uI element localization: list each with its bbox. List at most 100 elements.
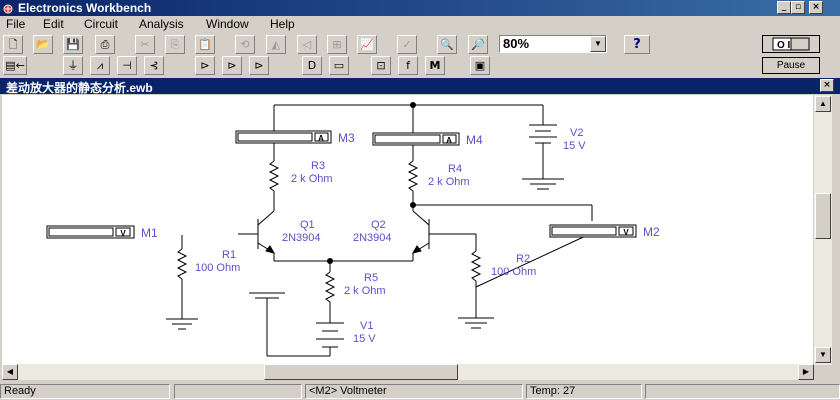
- ammeter-m3[interactable]: A M3: [235, 130, 355, 145]
- scroll-up-icon[interactable]: ▲: [815, 96, 831, 112]
- menu-edit[interactable]: Edit: [43, 17, 64, 31]
- analog-ics-bin-icon[interactable]: ⊳: [195, 56, 215, 75]
- transistor-q1[interactable]: [257, 210, 276, 254]
- scroll-right-icon[interactable]: ▶: [798, 364, 814, 380]
- basic-bin-icon[interactable]: ⩘: [90, 56, 110, 75]
- parts-bin-toolbar: ▤← ⏚ ⩘ ⊣ ⊰ ⊳ ⊳ ⊳ D ▭ ⊡ f M ▣: [0, 55, 760, 77]
- transistor-q1-value: 2N3904: [282, 232, 321, 244]
- zoom-value: 80%: [503, 36, 530, 51]
- junction-dot: [327, 258, 333, 264]
- digital-bin-icon[interactable]: ▭: [329, 56, 349, 75]
- horizontal-scrollbar[interactable]: ◀ ▶: [2, 364, 814, 380]
- menu-analysis[interactable]: Analysis: [139, 17, 184, 31]
- zoom-select[interactable]: 80% ▼: [499, 35, 607, 53]
- horizontal-scroll-thumb[interactable]: [264, 364, 458, 380]
- menu-file[interactable]: File: [6, 17, 26, 31]
- open-folder-icon[interactable]: 📂: [33, 35, 53, 54]
- zoom-out-icon[interactable]: 🔍: [437, 35, 457, 54]
- logic-gates-bin-icon[interactable]: D: [302, 56, 322, 75]
- resistor-r3[interactable]: [268, 160, 280, 192]
- circuit-window: 差动放大器的静态分析.ewb ×: [0, 78, 840, 380]
- doc-close-button[interactable]: ×: [820, 79, 834, 92]
- sources-bin-icon[interactable]: ⏚: [63, 56, 83, 75]
- main-toolbar: 🗋 📂 💾 ⎙ ✂ ⎘ 📋 ⟲ ◭ ◁ ⊞ 📈 ✓ 🔍 🔎: [0, 34, 760, 56]
- mixed-ics-bin-icon[interactable]: ⊳: [222, 56, 242, 75]
- component-properties-icon[interactable]: ⊞: [327, 35, 347, 54]
- battery-v2-value: 15 V: [563, 140, 586, 152]
- flip-horizontal-icon[interactable]: ◭: [266, 35, 286, 54]
- resistor-r5-value: 2 k Ohm: [344, 285, 386, 297]
- transistor-q2-value: 2N3904: [353, 232, 392, 244]
- digital-ics-bin-icon[interactable]: ⊳: [249, 56, 269, 75]
- junction-dot: [410, 102, 416, 108]
- parts-bin-toggle-icon[interactable]: ▤←: [3, 56, 27, 75]
- cut-icon[interactable]: ✂: [135, 35, 155, 54]
- copy-icon[interactable]: ⎘: [165, 35, 185, 54]
- status-selection: <M2> Voltmeter: [305, 384, 523, 399]
- ground-icon: [166, 318, 198, 330]
- voltmeter-m1-label: M1: [141, 226, 158, 240]
- resistor-r1[interactable]: [176, 248, 188, 280]
- menu-help[interactable]: Help: [270, 17, 295, 31]
- ammeter-m4-label: M4: [466, 133, 483, 147]
- rotate-icon[interactable]: ⟲: [235, 35, 255, 54]
- ammeter-m4[interactable]: A M4: [372, 132, 483, 147]
- transistor-q2[interactable]: [411, 210, 430, 254]
- scroll-left-icon[interactable]: ◀: [2, 364, 18, 380]
- chevron-down-icon[interactable]: ▼: [590, 36, 606, 52]
- flip-vertical-icon[interactable]: ◁: [297, 35, 317, 54]
- menu-circuit[interactable]: Circuit: [84, 17, 119, 31]
- junction-dot: [410, 202, 416, 208]
- voltmeter-m1[interactable]: V M1: [46, 225, 158, 240]
- close-button[interactable]: ×: [809, 1, 823, 14]
- power-switch-icon: O I: [772, 37, 810, 51]
- diodes-bin-icon[interactable]: ⊣: [117, 56, 137, 75]
- voltmeter-m2-label: M2: [643, 225, 660, 239]
- resistor-r2-value: 100 Ohm: [491, 266, 536, 278]
- analysis-graph-icon[interactable]: ✓: [397, 35, 417, 54]
- menu-window[interactable]: Window: [206, 17, 249, 31]
- restore-button[interactable]: ▫: [791, 1, 805, 14]
- transistors-bin-icon[interactable]: ⊰: [144, 56, 164, 75]
- battery-v1-label: V1: [360, 320, 373, 332]
- miscellaneous-bin-icon[interactable]: M: [425, 56, 445, 75]
- help-button[interactable]: ?: [624, 35, 650, 54]
- battery-v2-label: V2: [570, 127, 583, 139]
- transistor-q1-label: Q1: [300, 219, 315, 231]
- resistor-r5[interactable]: [324, 271, 336, 303]
- status-text: Ready: [0, 384, 170, 399]
- circuit-window-title-bar: 差动放大器的静态分析.ewb ×: [0, 78, 840, 95]
- minimize-button[interactable]: _: [777, 1, 791, 14]
- battery-v2[interactable]: [529, 124, 557, 144]
- controls-bin-icon[interactable]: f: [398, 56, 418, 75]
- battery-v1[interactable]: [316, 322, 344, 348]
- zoom-in-icon[interactable]: 🔎: [468, 35, 488, 54]
- print-icon[interactable]: ⎙: [95, 35, 115, 54]
- ground-icon: [249, 292, 285, 299]
- indicators-bin-icon[interactable]: ⊡: [371, 56, 391, 75]
- resistor-r4-value: 2 k Ohm: [428, 176, 470, 188]
- pause-button[interactable]: Pause: [762, 57, 820, 74]
- resistor-r2[interactable]: [470, 250, 482, 282]
- ground-icon: [522, 178, 564, 190]
- instruments-bin-icon[interactable]: ▣: [470, 56, 490, 75]
- menu-bar: File Edit Circuit Analysis Window Help: [0, 16, 840, 34]
- circuit-canvas[interactable]: A M3 A M4 V M1: [2, 95, 813, 365]
- vertical-scrollbar[interactable]: ▲ ▼: [814, 95, 832, 365]
- resistor-r3-value: 2 k Ohm: [291, 173, 333, 185]
- create-subcircuit-icon[interactable]: 📈: [357, 35, 377, 54]
- status-panel: [645, 384, 840, 399]
- resistor-r4[interactable]: [407, 160, 419, 192]
- new-file-icon[interactable]: 🗋: [3, 35, 23, 54]
- app-title: Electronics Workbench: [18, 1, 152, 15]
- paste-icon[interactable]: 📋: [195, 35, 215, 54]
- resistor-r1-label: R1: [222, 249, 236, 261]
- save-icon[interactable]: 💾: [63, 35, 83, 54]
- power-switch-button[interactable]: O I: [762, 35, 820, 53]
- scroll-down-icon[interactable]: ▼: [815, 347, 831, 363]
- status-temperature: Temp: 27: [526, 384, 642, 399]
- voltmeter-m2[interactable]: V M2: [549, 224, 660, 239]
- circuit-diagram[interactable]: A M3 A M4 V M1: [2, 95, 813, 365]
- resistor-r5-label: R5: [364, 272, 378, 284]
- vertical-scroll-thumb[interactable]: [815, 193, 831, 239]
